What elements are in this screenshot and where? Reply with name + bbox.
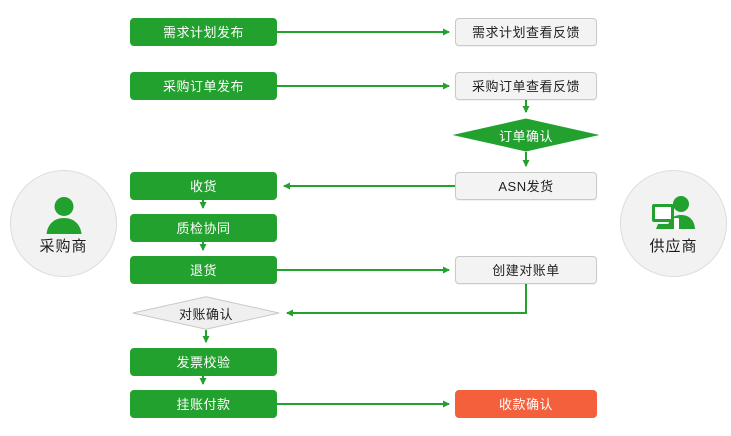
person-icon bbox=[46, 196, 81, 234]
node-create-statement[interactable]: 创建对账单 bbox=[455, 256, 597, 284]
node-payment-receipt-confirm[interactable]: 收款确认 bbox=[455, 390, 597, 418]
role-buyer: 采购商 bbox=[10, 170, 117, 277]
node-label: 采购订单发布 bbox=[162, 78, 244, 94]
node-label: ASN发货 bbox=[498, 178, 554, 194]
node-purchase-order-publish[interactable]: 采购订单发布 bbox=[130, 72, 277, 100]
node-payable-payment[interactable]: 挂账付款 bbox=[130, 390, 277, 418]
node-demand-plan-feedback[interactable]: 需求计划查看反馈 bbox=[455, 18, 597, 46]
node-label: 需求计划查看反馈 bbox=[471, 24, 580, 40]
node-asn-shipment[interactable]: ASN发货 bbox=[455, 172, 597, 200]
node-label: 需求计划发布 bbox=[162, 24, 244, 40]
node-purchase-order-feedback[interactable]: 采购订单查看反馈 bbox=[455, 72, 597, 100]
node-demand-plan-publish[interactable]: 需求计划发布 bbox=[130, 18, 277, 46]
diamond-shape-icon bbox=[132, 296, 280, 330]
node-reconciliation-confirm[interactable]: 对账确认 bbox=[132, 296, 280, 330]
node-label: 创建对账单 bbox=[492, 262, 560, 278]
node-label: 收货 bbox=[189, 178, 217, 194]
node-label: 采购订单查看反馈 bbox=[471, 78, 580, 94]
node-goods-receipt[interactable]: 收货 bbox=[130, 172, 277, 200]
person-with-computer-icon bbox=[651, 195, 695, 230]
node-label: 订单确认 bbox=[498, 128, 553, 144]
role-supplier: 供应商 bbox=[620, 170, 727, 277]
role-buyer-label: 采购商 bbox=[39, 237, 88, 255]
node-label: 收款确认 bbox=[498, 396, 553, 412]
edge-create-statement-to-reconciliation bbox=[286, 284, 527, 317]
node-order-confirm[interactable]: 订单确认 bbox=[452, 118, 600, 152]
node-label: 发票校验 bbox=[176, 354, 231, 370]
diamond-shape-icon bbox=[452, 118, 600, 152]
role-supplier-label: 供应商 bbox=[649, 237, 698, 255]
node-label: 挂账付款 bbox=[176, 396, 231, 412]
node-return-goods[interactable]: 退货 bbox=[130, 256, 277, 284]
node-invoice-check[interactable]: 发票校验 bbox=[130, 348, 277, 376]
node-label: 对账确认 bbox=[178, 306, 233, 322]
node-label: 退货 bbox=[189, 262, 217, 278]
node-label: 质检协同 bbox=[176, 220, 231, 236]
node-quality-inspection[interactable]: 质检协同 bbox=[130, 214, 277, 242]
